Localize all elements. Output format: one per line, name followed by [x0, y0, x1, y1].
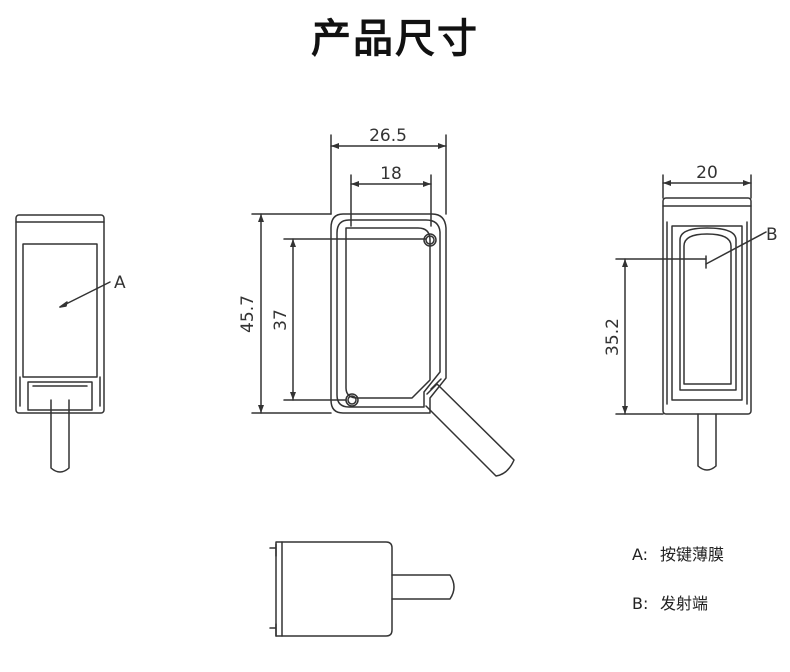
dim-side-height: 35.2	[603, 318, 623, 356]
legend-text: 按键薄膜	[660, 545, 725, 564]
legend-key: B:	[632, 594, 649, 613]
legend-text: 发射端	[660, 594, 709, 613]
callout-a-label: A	[114, 273, 126, 293]
dimension-arrows	[258, 143, 751, 414]
front-view	[251, 134, 515, 477]
legend-key: A:	[632, 545, 649, 564]
right-view	[615, 174, 767, 471]
legend-item-b: B: 发射端	[632, 590, 708, 614]
dim-front-height-outer: 45.7	[238, 295, 258, 333]
left-view	[15, 214, 111, 473]
dim-side-width: 20	[696, 163, 718, 183]
callout-b-label: B	[766, 225, 778, 245]
page-title: 产品尺寸	[311, 16, 479, 62]
dim-front-width-outer: 26.5	[369, 126, 407, 146]
legend-item-a: A: 按键薄膜	[632, 541, 724, 565]
dim-front-width-inner: 18	[380, 164, 402, 184]
dim-front-height-inner: 37	[271, 309, 291, 331]
bottom-view	[269, 541, 455, 637]
